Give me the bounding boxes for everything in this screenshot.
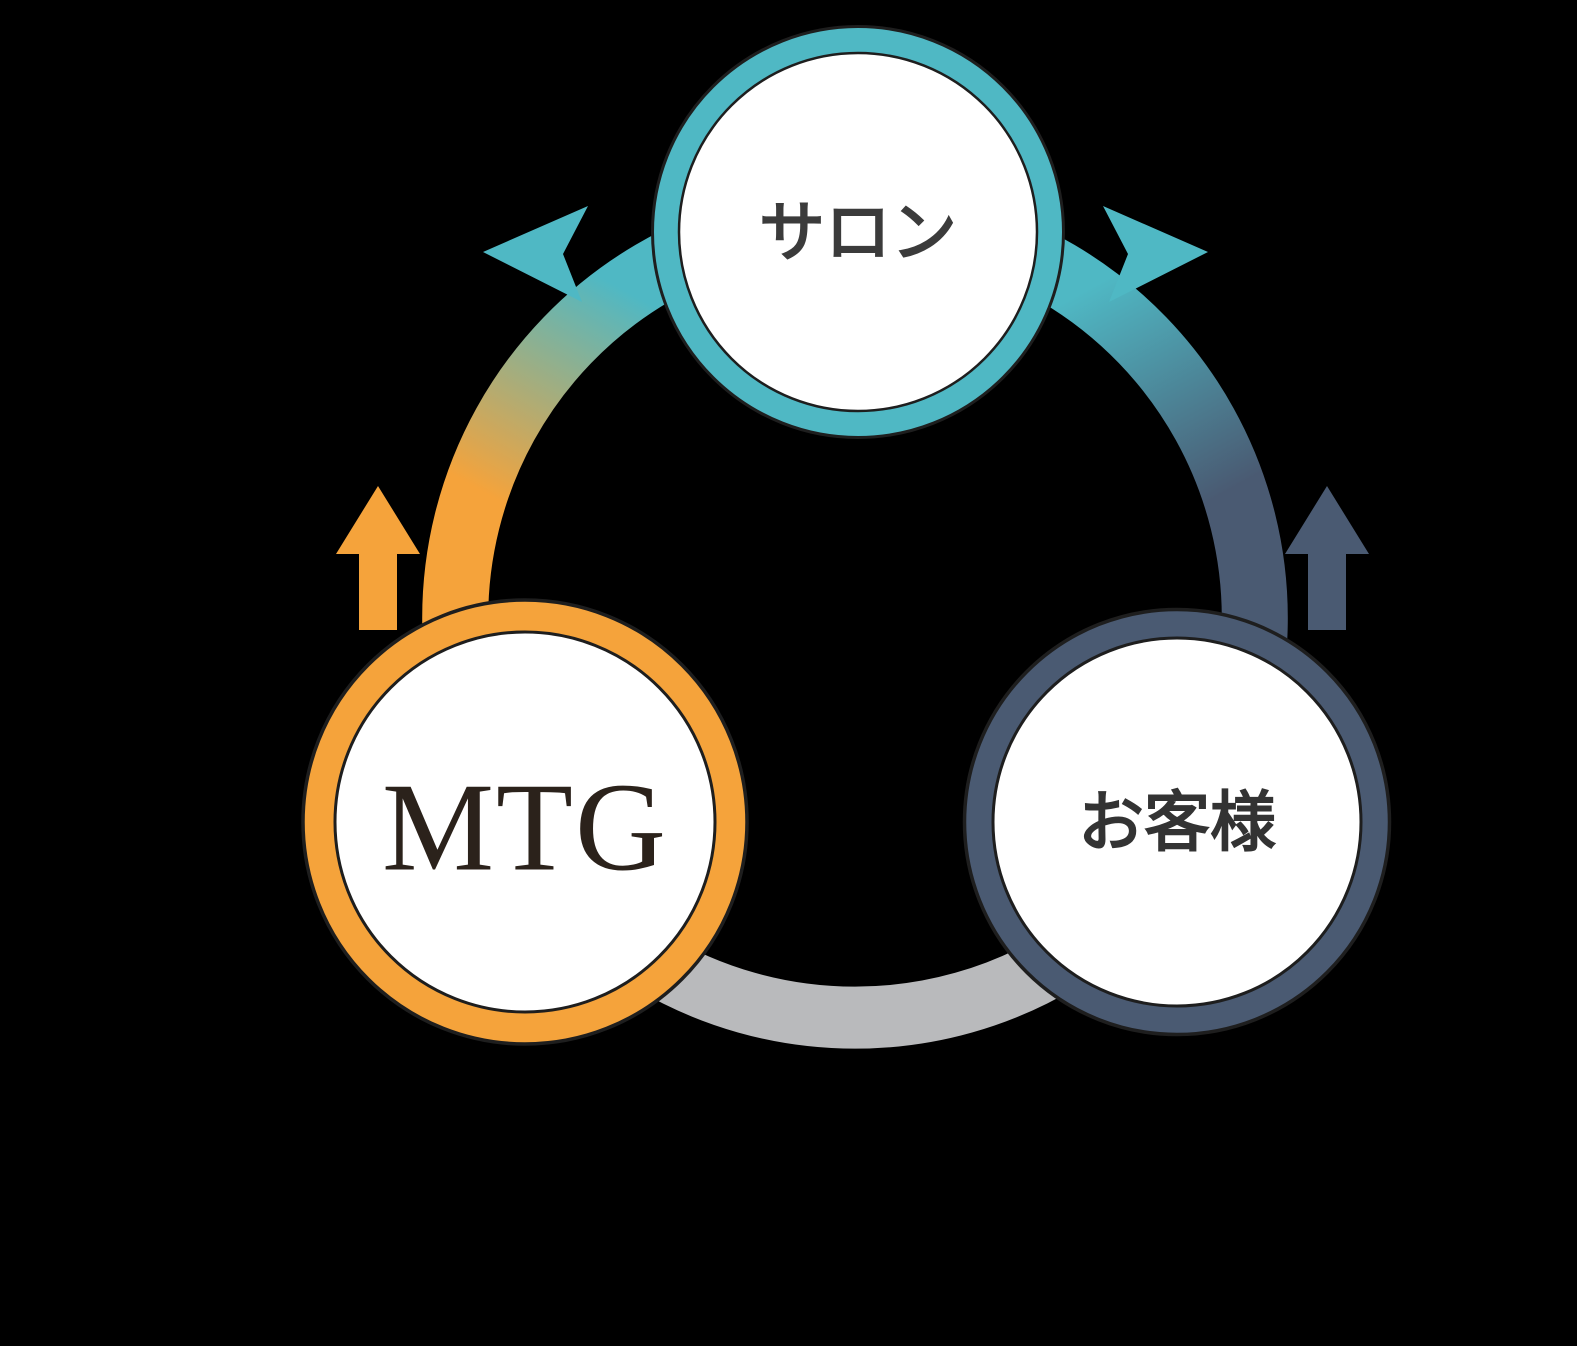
node-salon-outer-outline [651,25,1065,439]
node-customer-inner-outline [991,636,1363,1008]
node-customer-circle [965,610,1389,1034]
node-customer-label: お客様 [1078,785,1277,859]
node-mtg-outer-outline [301,598,749,1046]
node-mtg-inner-outline [333,630,717,1014]
node-salon-label: サロン [759,195,957,269]
node-customer-outer-outline [962,607,1392,1037]
orange-up-arrow-icon [336,486,420,630]
teal-arrow-right-icon [1103,206,1208,302]
teal-arrow-left-icon [483,206,588,302]
node-salon-inner-outline [677,51,1039,413]
node-salon: サロン [651,25,1065,439]
node-customer: お客様 [962,607,1392,1037]
node-salon-circle [653,27,1063,437]
node-mtg-circle [304,601,746,1043]
node-mtg-label: MTG [382,759,668,898]
node-mtg: MTG [301,598,749,1046]
slate-up-arrow-icon [1285,486,1369,630]
